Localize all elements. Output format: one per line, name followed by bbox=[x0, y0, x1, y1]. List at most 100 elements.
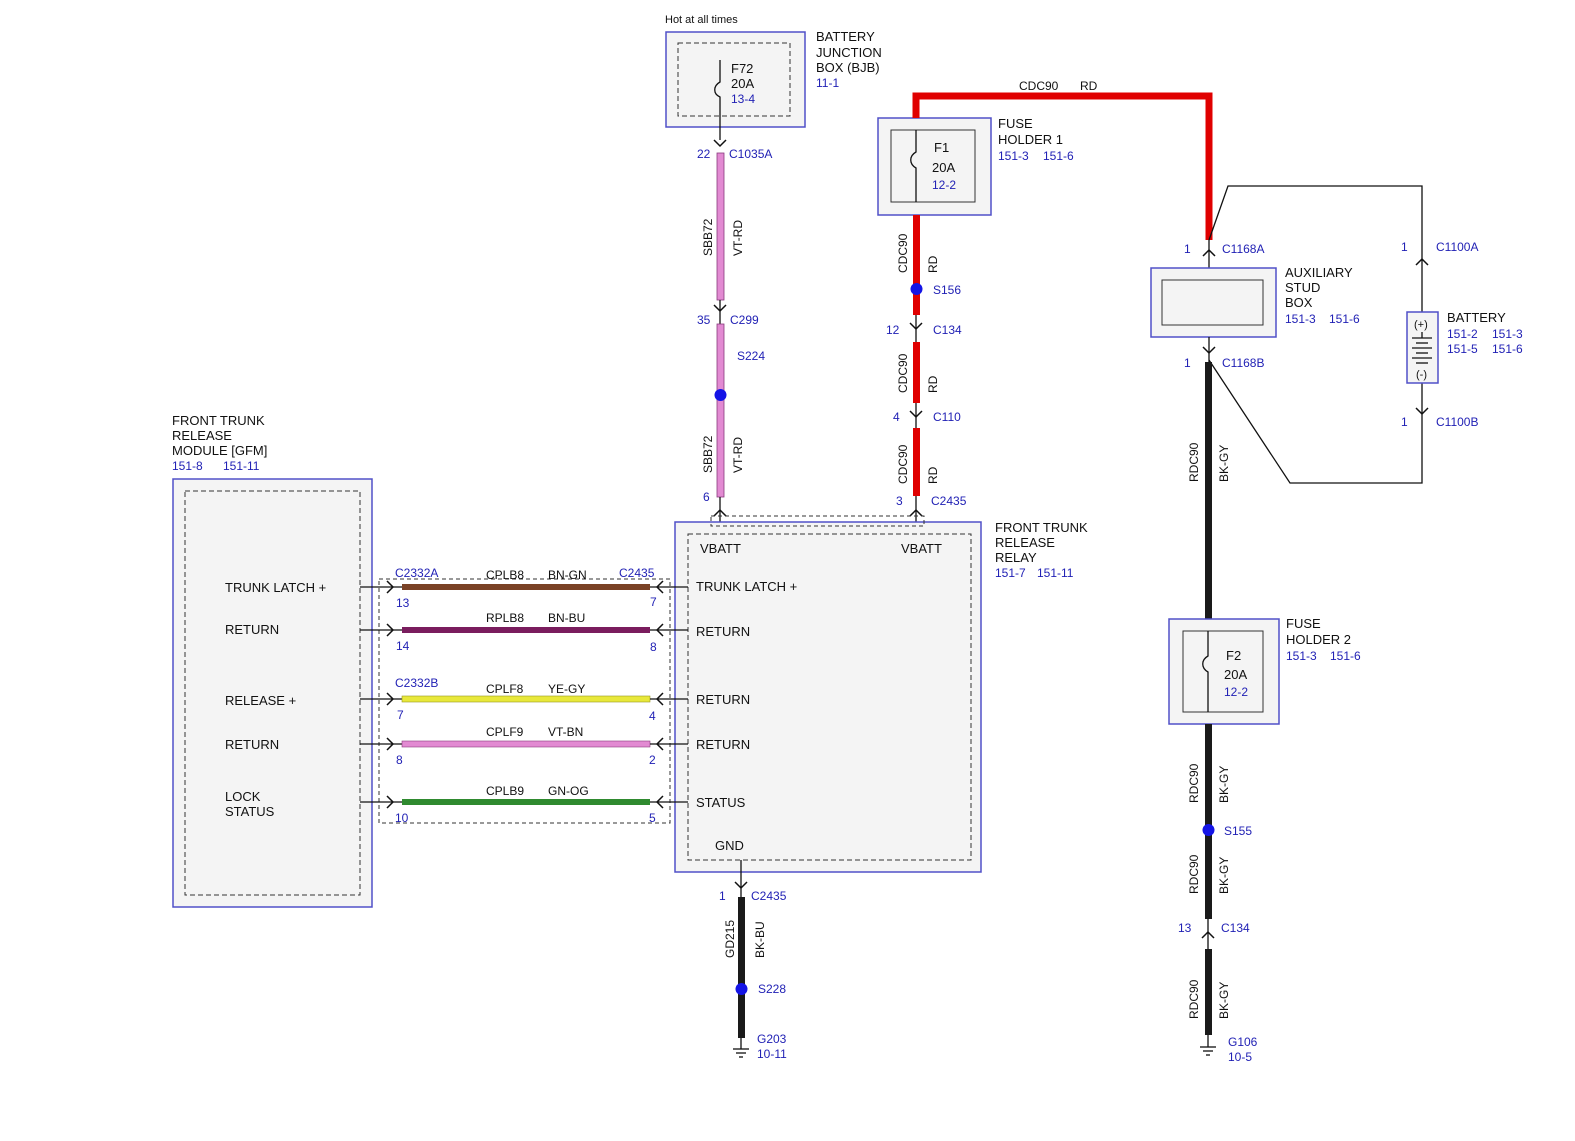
relay-ref2: 151-11 bbox=[1037, 566, 1074, 580]
c1168a-label: C1168A bbox=[1222, 242, 1264, 256]
c134-top-arrow-icon bbox=[909, 322, 923, 331]
c110-pin: 4 bbox=[893, 410, 900, 424]
f1-name: F1 bbox=[934, 140, 949, 155]
g203-label: G203 bbox=[757, 1032, 787, 1046]
bjb-title-3: BOX (BJB) bbox=[816, 60, 880, 75]
cdc90-c-circuit: CDC90 bbox=[896, 444, 910, 484]
relay-title-1: FRONT TRUNK bbox=[995, 520, 1088, 535]
rdc90-c-color: BK-GY bbox=[1217, 857, 1231, 894]
wire3-right-arrow-icon bbox=[655, 692, 664, 706]
f1-ref: 12-2 bbox=[932, 178, 956, 192]
c1100a-pin: 1 bbox=[1401, 240, 1408, 254]
s155-label: S155 bbox=[1224, 824, 1252, 838]
c2435-bottom-pin: 1 bbox=[719, 889, 726, 903]
c299-pin: 35 bbox=[697, 313, 711, 327]
wire-cdc90-top bbox=[912, 92, 1213, 240]
rdc90-b-color: BK-GY bbox=[1217, 766, 1231, 803]
wire1-circuit: CPLB8 bbox=[486, 568, 524, 582]
f2-name: F2 bbox=[1226, 648, 1241, 663]
relay-pin-return-2: RETURN bbox=[696, 692, 750, 707]
wire5-right-pin: 5 bbox=[649, 811, 656, 825]
bjb-title-2: JUNCTION bbox=[816, 45, 882, 60]
aux-stud-title-3: BOX bbox=[1285, 295, 1313, 310]
fuse-holder-1-title-2: HOLDER 1 bbox=[998, 132, 1063, 147]
g106-ground-icon bbox=[1200, 1035, 1216, 1056]
battery-negative-lead bbox=[1208, 359, 1423, 484]
wire2-circuit: RPLB8 bbox=[486, 611, 524, 625]
fuse-holder-2-ref2: 151-6 bbox=[1330, 649, 1361, 663]
wire1-left-pin: 13 bbox=[396, 596, 410, 610]
wire2-right-arrow-icon bbox=[655, 623, 664, 637]
c134-top-pin: 12 bbox=[886, 323, 900, 337]
wire4-left-pin: 8 bbox=[396, 753, 403, 767]
c134-bottom-pin: 13 bbox=[1178, 921, 1192, 935]
fuse-holder-2-title-2: HOLDER 2 bbox=[1286, 632, 1351, 647]
wire2-color: BN-BU bbox=[548, 611, 585, 625]
harness-wire-5: CPLB9 GN-OG 10 5 bbox=[360, 784, 688, 825]
s228-label: S228 bbox=[758, 982, 786, 996]
cdc90-a-color: RD bbox=[926, 255, 940, 273]
c2435-top-right-label: C2435 bbox=[931, 494, 967, 508]
c110-arrow-icon bbox=[909, 410, 923, 419]
wire-sbb72-bottom bbox=[716, 323, 725, 498]
f2-ref: 12-2 bbox=[1224, 685, 1248, 699]
gfm-ref1: 151-8 bbox=[172, 459, 203, 473]
c1168a-pin: 1 bbox=[1184, 242, 1191, 256]
c2435-top-left-pin: 6 bbox=[703, 490, 710, 504]
c2435-top-right-pin: 3 bbox=[896, 494, 903, 508]
c2435-left-label: C2435 bbox=[619, 566, 655, 580]
gfm-pin-lock: LOCK bbox=[225, 789, 261, 804]
battery-positive-lead bbox=[1208, 185, 1423, 312]
s224-label: S224 bbox=[737, 349, 765, 363]
f2-rating: 20A bbox=[1224, 667, 1247, 682]
rdc90-d-color: BK-GY bbox=[1217, 982, 1231, 1019]
gd215-color: BK-BU bbox=[753, 921, 767, 958]
battery-ref-3: 151-5 bbox=[1447, 342, 1478, 356]
wire-cdc90-b bbox=[913, 342, 920, 403]
rdc90-b-circuit: RDC90 bbox=[1187, 763, 1201, 803]
relay-vbatt-left: VBATT bbox=[700, 541, 741, 556]
wire3-left-pin: 7 bbox=[397, 708, 404, 722]
f1-rating: 20A bbox=[932, 160, 955, 175]
wire-rplb8 bbox=[402, 627, 650, 633]
cdc90-b-circuit: CDC90 bbox=[896, 353, 910, 393]
c134-top-label: C134 bbox=[933, 323, 962, 337]
s224-splice bbox=[714, 389, 727, 401]
f72-rating: 20A bbox=[731, 76, 754, 91]
wire-rdc90-a bbox=[1205, 362, 1212, 619]
sbb72-bottom-color: VT-RD bbox=[731, 437, 745, 473]
s228-splice bbox=[735, 983, 748, 995]
wire4-right-arrow-icon bbox=[655, 737, 664, 751]
fuse-holder-2-title-1: FUSE bbox=[1286, 616, 1321, 631]
harness-wire-1: CPLB8 BN-GN 13 7 bbox=[360, 568, 688, 610]
wire4-color: VT-BN bbox=[548, 725, 583, 739]
rdc90-a-color: BK-GY bbox=[1217, 445, 1231, 482]
aux-stud-inner bbox=[1161, 279, 1264, 326]
wire-cplb9 bbox=[402, 799, 650, 805]
gfm-title-3: MODULE [GFM] bbox=[172, 443, 267, 458]
cdc90-c-color: RD bbox=[926, 466, 940, 484]
bjb-ref: 11-1 bbox=[816, 76, 839, 90]
aux-stud-title-2: STUD bbox=[1285, 280, 1320, 295]
c1100a-label: C1100A bbox=[1436, 240, 1478, 254]
c1100b-pin: 1 bbox=[1401, 415, 1408, 429]
wire5-left-arrow-icon bbox=[386, 795, 395, 809]
bjb-inner-box bbox=[677, 42, 791, 117]
c1168b-pin: 1 bbox=[1184, 356, 1191, 370]
relay-title-3: RELAY bbox=[995, 550, 1037, 565]
battery-ref-4: 151-6 bbox=[1492, 342, 1523, 356]
harness-wire-2: RPLB8 BN-BU 14 8 bbox=[360, 611, 688, 654]
battery-title: BATTERY bbox=[1447, 310, 1506, 325]
battery-plus: (+) bbox=[1414, 319, 1428, 331]
relay-ref1: 151-7 bbox=[995, 566, 1026, 580]
fuse-holder-1-title-1: FUSE bbox=[998, 116, 1033, 131]
sbb72-top-circuit: SBB72 bbox=[701, 218, 715, 256]
wire1-right-arrow-icon bbox=[655, 580, 664, 594]
relay-gnd: GND bbox=[715, 838, 744, 853]
wire1-color: BN-GN bbox=[548, 568, 587, 582]
relay-pin-return-1: RETURN bbox=[696, 624, 750, 639]
harness-wire-4: CPLF9 VT-BN 8 2 bbox=[360, 725, 688, 767]
f72-name: F72 bbox=[731, 61, 753, 76]
sbb72-bottom-circuit: SBB72 bbox=[701, 435, 715, 473]
bjb-title-1: BATTERY bbox=[816, 29, 875, 44]
